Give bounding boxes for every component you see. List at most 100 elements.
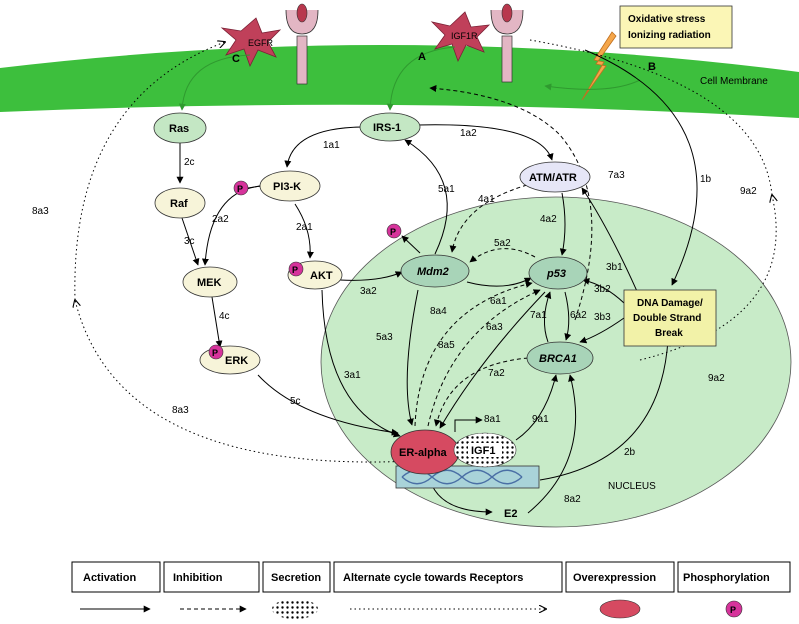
- pathway-b: B: [648, 61, 656, 73]
- svg-text:P: P: [390, 227, 396, 237]
- edge-label-4a2: 4a2: [540, 214, 557, 225]
- edge-label-5a3: 5a3: [376, 332, 393, 343]
- edge-label-6a3: 6a3: [486, 322, 503, 333]
- edge-3c: [181, 217, 200, 266]
- edge-c: [178, 54, 251, 111]
- edge-label-2a2: 2a2: [212, 214, 229, 225]
- legend: Activation Inhibition Secretion Alternat…: [71, 561, 791, 619]
- node-brca1-label: BRCA1: [539, 353, 577, 365]
- svg-text:P: P: [292, 265, 298, 275]
- pathway-c: C: [232, 53, 240, 65]
- edge-7a3: [429, 85, 593, 321]
- node-p53-label: p53: [546, 268, 566, 280]
- stress-line-2: Ionizing radiation: [628, 30, 711, 41]
- node-atm-label: ATM/ATR: [529, 172, 577, 184]
- stress-line-1: Oxidative stress: [628, 14, 706, 25]
- node-ras[interactable]: [153, 112, 207, 144]
- igf1r-label: IGF1R: [451, 31, 478, 41]
- edge-label-8a3-top: 8a3: [32, 206, 49, 217]
- edge-label-3a2: 3a2: [360, 286, 377, 297]
- edge-5a1: [404, 139, 448, 255]
- edge-3a1: [321, 289, 401, 438]
- edge-label-9a2-top: 9a2: [740, 186, 757, 197]
- edge-2a2: [201, 185, 263, 266]
- edge-4a2: [559, 192, 567, 256]
- edge-4a1: [449, 184, 528, 253]
- legend-inhibition: Inhibition: [173, 572, 223, 584]
- node-brca1[interactable]: [526, 341, 594, 375]
- node-irs1-label: IRS-1: [373, 122, 401, 134]
- node-e2: E2: [504, 508, 517, 520]
- legend-activation: Activation: [83, 572, 136, 584]
- edge-4c: [211, 296, 223, 348]
- node-pi3k-label: PI3-K: [273, 181, 301, 193]
- node-mek[interactable]: [182, 266, 238, 298]
- edge-label-8a4: 8a4: [430, 306, 447, 317]
- edge-2b: [539, 339, 672, 481]
- edge-label-8a2: 8a2: [564, 494, 581, 505]
- edge-8a2: [527, 374, 577, 514]
- edge-1a1: [284, 126, 363, 168]
- edge-1b: [584, 49, 698, 286]
- node-erk-label: ERK: [225, 355, 248, 367]
- node-akt-label: AKT: [310, 270, 333, 282]
- edge-label-8a3-bottom: 8a3: [172, 405, 189, 416]
- edge-label-2a1: 2a1: [296, 222, 313, 233]
- igf1r-receptor: [430, 11, 491, 63]
- lightning-icon: [581, 31, 617, 101]
- node-mdm2[interactable]: [400, 254, 470, 288]
- legend-phospho-letter: P: [730, 605, 736, 615]
- edge-8a3: [75, 300, 431, 463]
- edge-7a1: [544, 291, 552, 343]
- node-atm[interactable]: [519, 161, 591, 193]
- phospho-marker: P: [288, 261, 304, 277]
- igf1-label-bg: [468, 443, 502, 457]
- edge-3b3: [579, 317, 625, 344]
- node-ras-label: Ras: [169, 123, 189, 135]
- node-p53[interactable]: [528, 256, 588, 290]
- edge-label-3b1: 3b1: [606, 262, 623, 273]
- edge-8a4: [414, 281, 533, 427]
- edge-mdm2-p: [401, 235, 421, 254]
- dna-damage-box[interactable]: [623, 289, 717, 347]
- edge-label-9a1: 9a1: [532, 414, 549, 425]
- receptor-icon: [490, 3, 524, 83]
- legend-phospho-symbol: [725, 600, 743, 618]
- edge-2a1: [294, 203, 314, 259]
- edge-b: [544, 79, 641, 91]
- edge-label-1a1: 1a1: [323, 140, 340, 151]
- legend-alternate: Alternate cycle towards Receptors: [343, 572, 523, 584]
- nucleus-label: NUCLEUS: [608, 481, 656, 492]
- phospho-marker: P: [233, 180, 261, 196]
- edge-label-1b: 1b: [700, 174, 712, 185]
- phospho-marker: P: [386, 223, 402, 239]
- cell-membrane: [0, 44, 799, 118]
- legend-overexpression-symbol: [599, 599, 641, 619]
- node-irs1[interactable]: [359, 112, 421, 142]
- node-raf-label: Raf: [170, 198, 188, 210]
- edge-label-3a1: 3a1: [344, 370, 361, 381]
- edge-6a1: [466, 277, 532, 287]
- edge-label-7a2: 7a2: [488, 368, 505, 379]
- edge-3b1: [581, 187, 641, 299]
- edge-9a2-top: [639, 195, 776, 361]
- edge-label-3b3: 3b3: [594, 312, 611, 323]
- egfr-receptor: [220, 17, 282, 68]
- edge-label-4c: 4c: [219, 311, 230, 322]
- edge-label-2b: 2b: [624, 447, 636, 458]
- edge-label-8a5: 8a5: [438, 340, 455, 351]
- edge-5a3: [406, 289, 419, 426]
- edge-label-9a2-bottom: 9a2: [708, 373, 725, 384]
- node-raf[interactable]: [154, 187, 206, 219]
- edge-6a2: [564, 291, 572, 341]
- legend-overexpression: Overexpression: [573, 572, 656, 584]
- svg-text:P: P: [212, 348, 218, 358]
- receptor-icon: [285, 3, 319, 85]
- edge-label-6a1: 6a1: [490, 296, 507, 307]
- svg-text:P: P: [237, 184, 243, 194]
- legend-phosphorylation: Phosphorylation: [683, 572, 770, 584]
- edge-label-4a1: 4a1: [478, 194, 495, 205]
- edge-label-5a1: 5a1: [438, 184, 455, 195]
